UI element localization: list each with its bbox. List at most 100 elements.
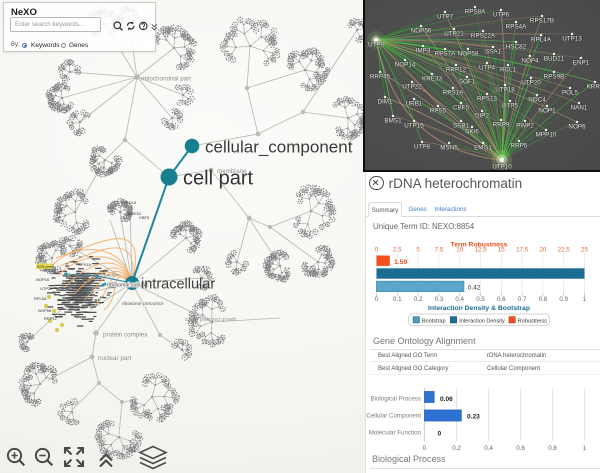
svg-text:90S prerib: 90S prerib bbox=[37, 264, 56, 269]
svg-text:POL5: POL5 bbox=[562, 90, 579, 97]
svg-text:0.9: 0.9 bbox=[559, 296, 568, 303]
svg-text:RRP45: RRP45 bbox=[370, 74, 391, 81]
svg-text:Molecular Function: Molecular Function bbox=[369, 430, 422, 437]
svg-text:0: 0 bbox=[423, 445, 427, 452]
svg-text:Robustness: Robustness bbox=[518, 319, 547, 325]
svg-text:CBF5: CBF5 bbox=[453, 105, 470, 112]
svg-text:0.23: 0.23 bbox=[467, 414, 480, 421]
svg-text:RRP12: RRP12 bbox=[44, 316, 58, 321]
svg-text:RPS17B: RPS17B bbox=[530, 18, 554, 25]
svg-text:cell part: cell part bbox=[183, 168, 253, 190]
svg-text:NOP16: NOP16 bbox=[36, 277, 50, 282]
svg-text:RPS7A: RPS7A bbox=[435, 51, 456, 58]
svg-text:site of polarized growth: site of polarized growth bbox=[185, 317, 237, 323]
svg-text:0.2: 0.2 bbox=[414, 296, 423, 303]
svg-text:0.2: 0.2 bbox=[452, 445, 461, 452]
svg-text:CBF5: CBF5 bbox=[139, 215, 150, 220]
svg-text:MPP10: MPP10 bbox=[536, 132, 557, 139]
svg-text:Term Robustness: Term Robustness bbox=[451, 242, 508, 249]
svg-text:7.5: 7.5 bbox=[435, 247, 444, 254]
svg-text:nuclear part: nuclear part bbox=[98, 355, 132, 362]
svg-text:RPS9B: RPS9B bbox=[544, 74, 565, 81]
svg-text:12.5: 12.5 bbox=[474, 247, 487, 254]
svg-text:BMS1: BMS1 bbox=[384, 118, 402, 125]
svg-text:1: 1 bbox=[583, 296, 587, 303]
svg-text:0.6: 0.6 bbox=[497, 296, 506, 303]
svg-text:POL5: POL5 bbox=[126, 200, 137, 205]
svg-text:ribosomal subunit: ribosomal subunit bbox=[107, 283, 148, 289]
svg-text:UTP6: UTP6 bbox=[493, 12, 510, 19]
svg-text:NOP4: NOP4 bbox=[521, 58, 539, 65]
svg-text:0.1: 0.1 bbox=[393, 296, 402, 303]
svg-text:EMG1: EMG1 bbox=[474, 145, 492, 152]
svg-text:0.5: 0.5 bbox=[476, 296, 485, 303]
svg-text:22.5: 22.5 bbox=[558, 247, 571, 254]
svg-text:membrane: membrane bbox=[217, 168, 247, 175]
svg-text:ENP1: ENP1 bbox=[573, 60, 590, 67]
svg-text:RPL4A: RPL4A bbox=[531, 37, 552, 44]
svg-text:KRR1: KRR1 bbox=[587, 84, 600, 91]
svg-text:ribosome precursor: ribosome precursor bbox=[122, 301, 164, 307]
svg-text:MSN5: MSN5 bbox=[440, 145, 458, 152]
svg-text:Interaction Density: Interaction Density bbox=[459, 319, 505, 325]
svg-text:UTP10: UTP10 bbox=[492, 164, 512, 171]
svg-text:1.59: 1.59 bbox=[394, 259, 407, 266]
svg-text:0.3: 0.3 bbox=[435, 296, 444, 303]
svg-text:17.5: 17.5 bbox=[516, 247, 529, 254]
svg-text:KRE33: KRE33 bbox=[422, 76, 442, 83]
svg-text:UTP4: UTP4 bbox=[479, 65, 496, 72]
svg-text:UTP13: UTP13 bbox=[562, 36, 582, 43]
svg-text:1: 1 bbox=[583, 445, 587, 452]
svg-text:UTP20: UTP20 bbox=[521, 80, 541, 87]
svg-text:SSA1: SSA1 bbox=[45, 268, 56, 273]
svg-text:RPS1A: RPS1A bbox=[78, 262, 91, 267]
svg-text:0.8: 0.8 bbox=[548, 445, 557, 452]
svg-text:NOP1: NOP1 bbox=[538, 108, 556, 115]
svg-text:UTP22: UTP22 bbox=[402, 84, 422, 91]
svg-text:NOP58: NOP58 bbox=[38, 308, 52, 313]
svg-text:NAN1: NAN1 bbox=[571, 105, 588, 112]
svg-text:RPS13: RPS13 bbox=[477, 96, 497, 103]
svg-text:SSA1: SSA1 bbox=[485, 49, 502, 56]
svg-text:0.8: 0.8 bbox=[539, 296, 548, 303]
svg-text:NOP58: NOP58 bbox=[458, 51, 479, 58]
svg-text:0.6: 0.6 bbox=[516, 445, 525, 452]
svg-text:DIM1: DIM1 bbox=[377, 99, 393, 106]
svg-text:SKI6: SKI6 bbox=[465, 129, 479, 136]
svg-text:IMP3: IMP3 bbox=[416, 48, 431, 55]
svg-text:protein complex: protein complex bbox=[103, 332, 148, 339]
svg-text:cellular_component: cellular_component bbox=[205, 138, 353, 157]
svg-text:UTP7: UTP7 bbox=[437, 14, 454, 21]
svg-text:DIP2: DIP2 bbox=[475, 113, 489, 120]
svg-text:SOF1: SOF1 bbox=[459, 79, 476, 86]
svg-text:UTP21: UTP21 bbox=[444, 31, 464, 38]
svg-text:0: 0 bbox=[375, 247, 379, 254]
svg-text:Cellular Component: Cellular Component bbox=[366, 413, 421, 420]
svg-text:Interaction Density & Bootstra: Interaction Density & Bootstrap bbox=[428, 305, 530, 312]
svg-text:0: 0 bbox=[375, 296, 379, 303]
svg-text:10: 10 bbox=[456, 247, 463, 254]
svg-text:RPS4A: RPS4A bbox=[506, 24, 527, 31]
svg-text:NOP14: NOP14 bbox=[395, 62, 416, 69]
svg-text:0.06: 0.06 bbox=[440, 396, 453, 403]
svg-text:mitochondrial part: mitochondrial part bbox=[141, 76, 191, 83]
svg-text:RPS8A: RPS8A bbox=[465, 9, 486, 16]
svg-text:25: 25 bbox=[581, 247, 588, 254]
svg-text:ribonucleoprotein complex: ribonucleoprotein complex bbox=[62, 273, 119, 279]
svg-text:RPL5A: RPL5A bbox=[34, 296, 47, 301]
svg-text:UTP18: UTP18 bbox=[495, 87, 515, 94]
svg-text:2.5: 2.5 bbox=[393, 247, 402, 254]
svg-text:RRP5: RRP5 bbox=[511, 143, 528, 150]
svg-text:RPS22A: RPS22A bbox=[471, 33, 496, 40]
svg-text:0.42: 0.42 bbox=[468, 285, 481, 292]
svg-text:Bootstrap: Bootstrap bbox=[422, 319, 446, 325]
svg-text:5: 5 bbox=[416, 247, 420, 254]
svg-text:20: 20 bbox=[539, 247, 546, 254]
svg-text:HSC82: HSC82 bbox=[506, 44, 527, 51]
svg-text:0.4: 0.4 bbox=[484, 445, 493, 452]
svg-text:UTP30: UTP30 bbox=[40, 286, 53, 291]
svg-text:UTP15: UTP15 bbox=[404, 123, 424, 130]
svg-text:RPS1A: RPS1A bbox=[443, 90, 464, 97]
svg-text:NOP56: NOP56 bbox=[411, 28, 432, 35]
svg-text:0: 0 bbox=[438, 431, 442, 438]
